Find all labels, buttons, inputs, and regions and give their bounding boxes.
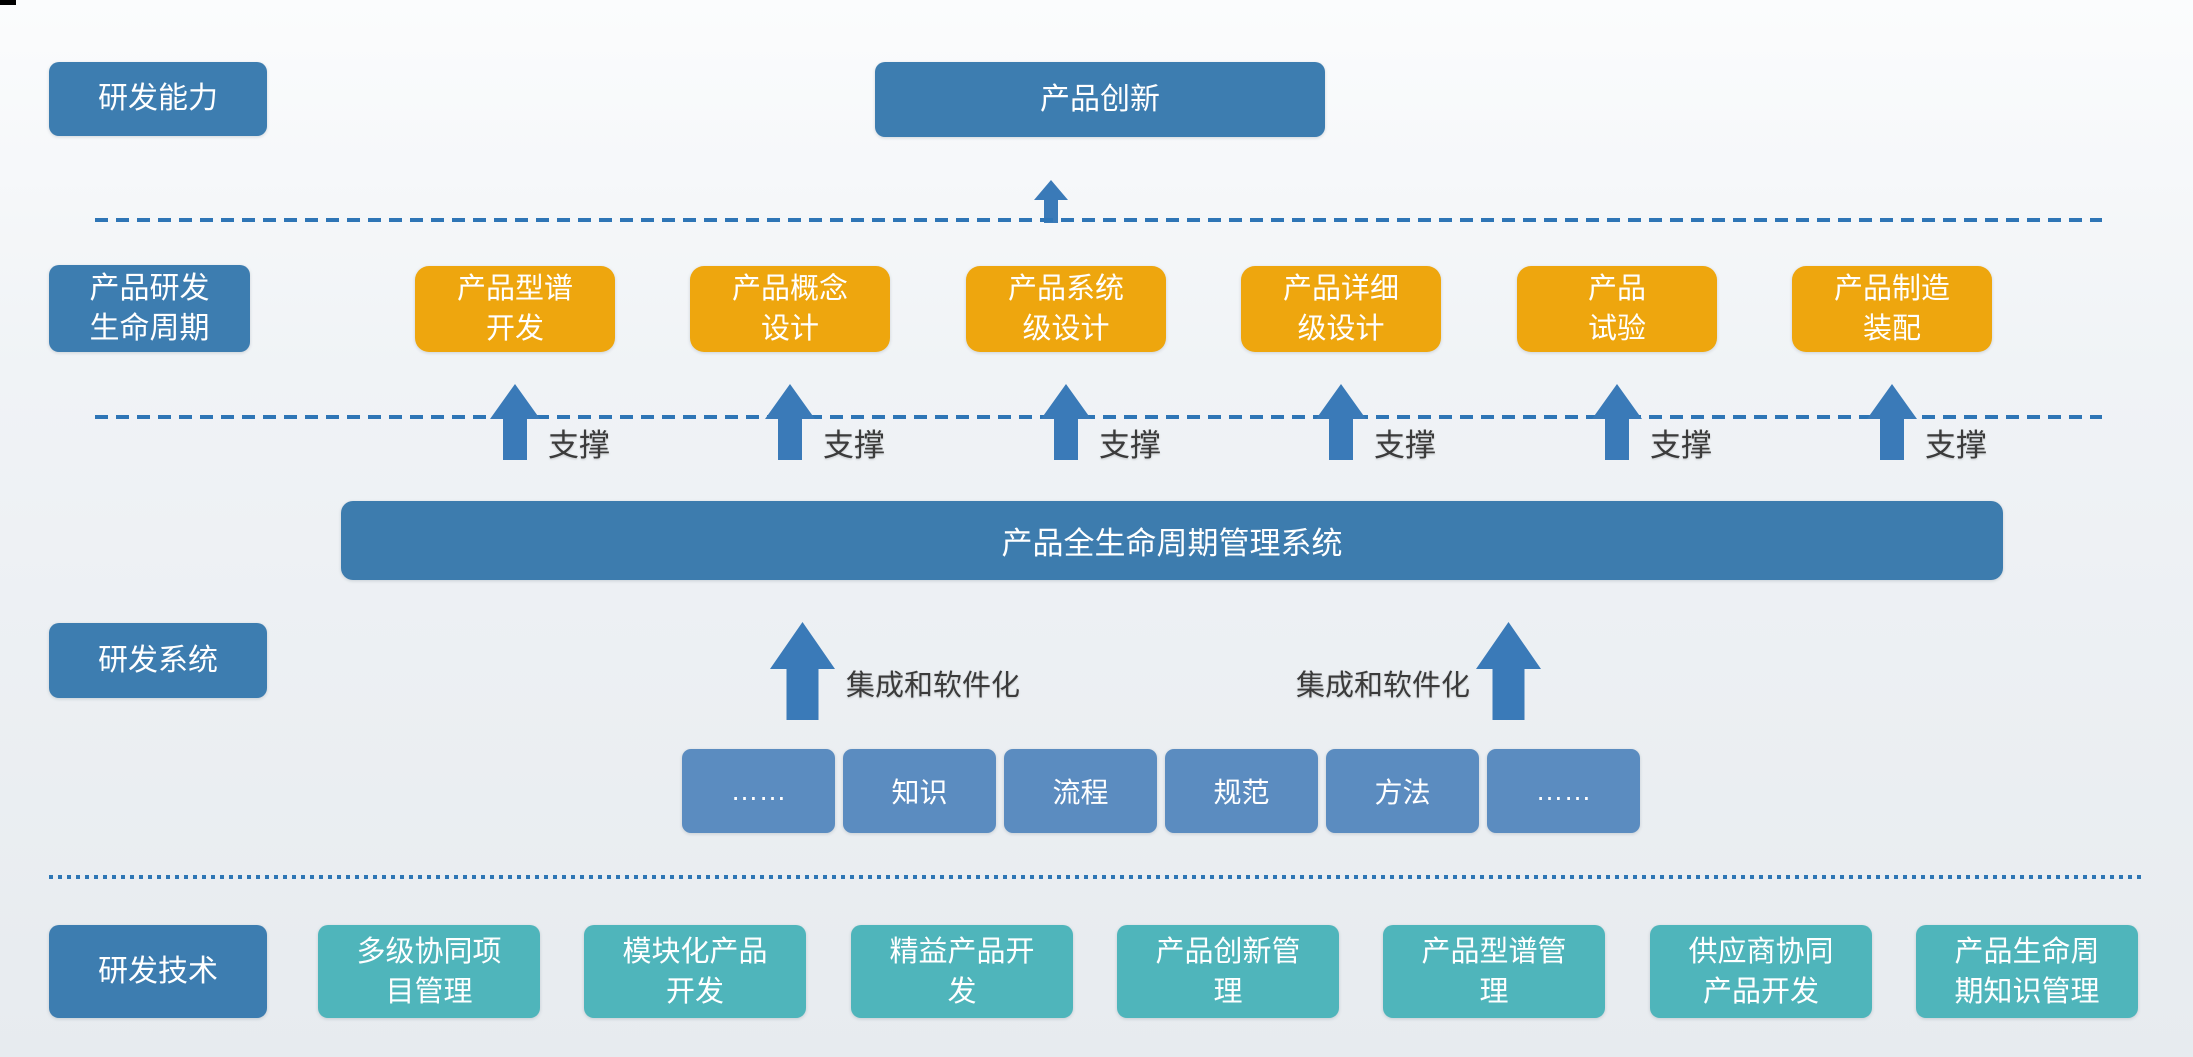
integration-label: 集成和软件化 bbox=[1296, 670, 1471, 702]
plm-system-bar: 产品全生命周期管理系统 bbox=[341, 501, 2003, 580]
screenshot-corner-artifact bbox=[0, 0, 16, 5]
asset-box: 规范 bbox=[1165, 749, 1318, 833]
integration-arrow-icon bbox=[770, 622, 835, 720]
integration-arrow-icon bbox=[1476, 622, 1541, 720]
technology-box: 产品创新管 理 bbox=[1117, 925, 1339, 1018]
technology-box: 精益产品开 发 bbox=[851, 925, 1073, 1018]
support-arrow-icon bbox=[1592, 384, 1642, 460]
up-arrow-icon bbox=[1034, 180, 1068, 223]
phase-box: 产品 试验 bbox=[1517, 266, 1717, 352]
row-label-technology: 研发技术 bbox=[49, 925, 267, 1018]
support-arrow-icon bbox=[1041, 384, 1091, 460]
support-label: 支撑 bbox=[1650, 428, 1712, 463]
row-label-lifecycle: 产品研发 生命周期 bbox=[49, 265, 250, 352]
support-arrow-icon bbox=[490, 384, 540, 460]
asset-box: …… bbox=[1487, 749, 1640, 833]
technology-box: 供应商协同 产品开发 bbox=[1650, 925, 1872, 1018]
phase-box: 产品系统 级设计 bbox=[966, 266, 1166, 352]
technology-box: 多级协同项 目管理 bbox=[318, 925, 540, 1018]
row-label-capability: 研发能力 bbox=[49, 62, 267, 136]
technology-box: 模块化产品 开发 bbox=[584, 925, 806, 1018]
asset-box: 方法 bbox=[1326, 749, 1479, 833]
phase-box: 产品型谱 开发 bbox=[415, 266, 615, 352]
support-label: 支撑 bbox=[1099, 428, 1161, 463]
support-label: 支撑 bbox=[1925, 428, 1987, 463]
phase-box: 产品制造 装配 bbox=[1792, 266, 1992, 352]
support-arrow-icon bbox=[1867, 384, 1917, 460]
asset-box: 流程 bbox=[1004, 749, 1157, 833]
support-label: 支撑 bbox=[548, 428, 610, 463]
phase-box: 产品概念 设计 bbox=[690, 266, 890, 352]
integration-label: 集成和软件化 bbox=[846, 670, 1021, 702]
support-label: 支撑 bbox=[1374, 428, 1436, 463]
dashed-divider-middle bbox=[95, 415, 2102, 419]
asset-box: …… bbox=[682, 749, 835, 833]
support-arrow-icon bbox=[1316, 384, 1366, 460]
support-arrow-icon bbox=[765, 384, 815, 460]
technology-box: 产品生命周 期知识管理 bbox=[1916, 925, 2138, 1018]
dotted-divider-bottom bbox=[49, 875, 2141, 879]
product-innovation-box: 产品创新 bbox=[875, 62, 1325, 137]
support-label: 支撑 bbox=[823, 428, 885, 463]
technology-box: 产品型谱管 理 bbox=[1383, 925, 1605, 1018]
phase-box: 产品详细 级设计 bbox=[1241, 266, 1441, 352]
asset-box: 知识 bbox=[843, 749, 996, 833]
dashed-divider-top bbox=[95, 218, 2102, 222]
row-label-system: 研发系统 bbox=[49, 623, 267, 698]
